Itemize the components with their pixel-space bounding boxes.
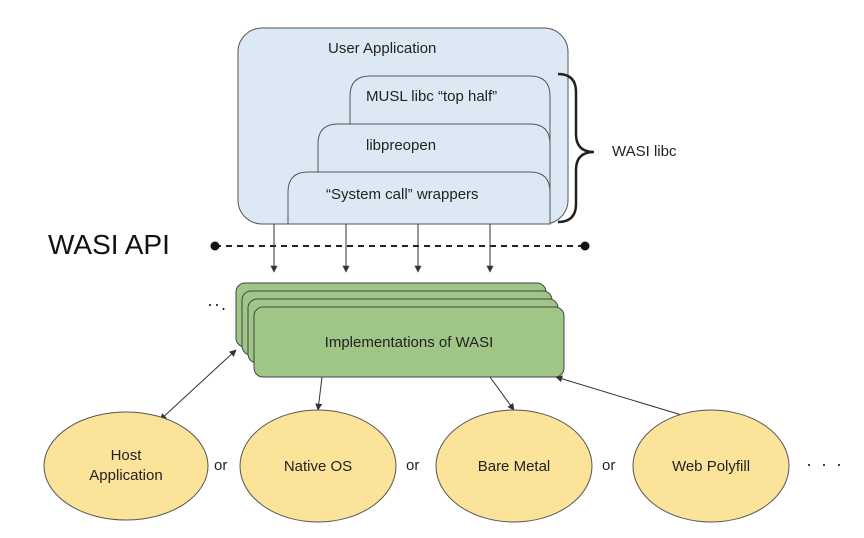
user-application-label: User Application [328, 40, 437, 57]
implementation-box-front [253, 306, 565, 378]
or-label-3: or [602, 457, 616, 474]
more-implementations-ellipsis: ··. [207, 294, 227, 314]
web-polyfill-link [555, 375, 699, 422]
web-polyfill-ellipse [632, 409, 790, 523]
musl-libc-label: MUSL libc “top half” [366, 88, 498, 105]
api-line-right-dot [580, 241, 590, 251]
host-application-label: Host Application [89, 447, 163, 484]
host-app-link [159, 349, 237, 421]
api-line-left-dot [210, 241, 220, 251]
native-os-label: Native OS [283, 457, 353, 475]
web-polyfill-label: Web Polyfill [671, 457, 751, 475]
bare-metal-ellipse [435, 409, 593, 523]
wasi-api-label: WASI API [48, 229, 170, 260]
syscall-wrappers-label: “System call” wrappers [326, 186, 479, 203]
native-os-ellipse [239, 409, 397, 523]
syscall-wrappers-box [287, 171, 551, 225]
host-application-ellipse [43, 411, 209, 521]
bare-metal-arrow [489, 376, 515, 411]
more-targets-ellipsis: · · · [806, 454, 844, 474]
bare-metal-label: Bare Metal [477, 457, 551, 475]
native-os-arrow [315, 376, 323, 411]
or-label-1: or [214, 457, 228, 474]
wasi-libc-brace [557, 72, 595, 224]
or-label-2: or [406, 457, 420, 474]
libpreopen-label: libpreopen [366, 137, 437, 154]
wasi-libc-label: WASI libc [612, 143, 677, 160]
implementations-label: Implementations of WASI [324, 333, 494, 351]
